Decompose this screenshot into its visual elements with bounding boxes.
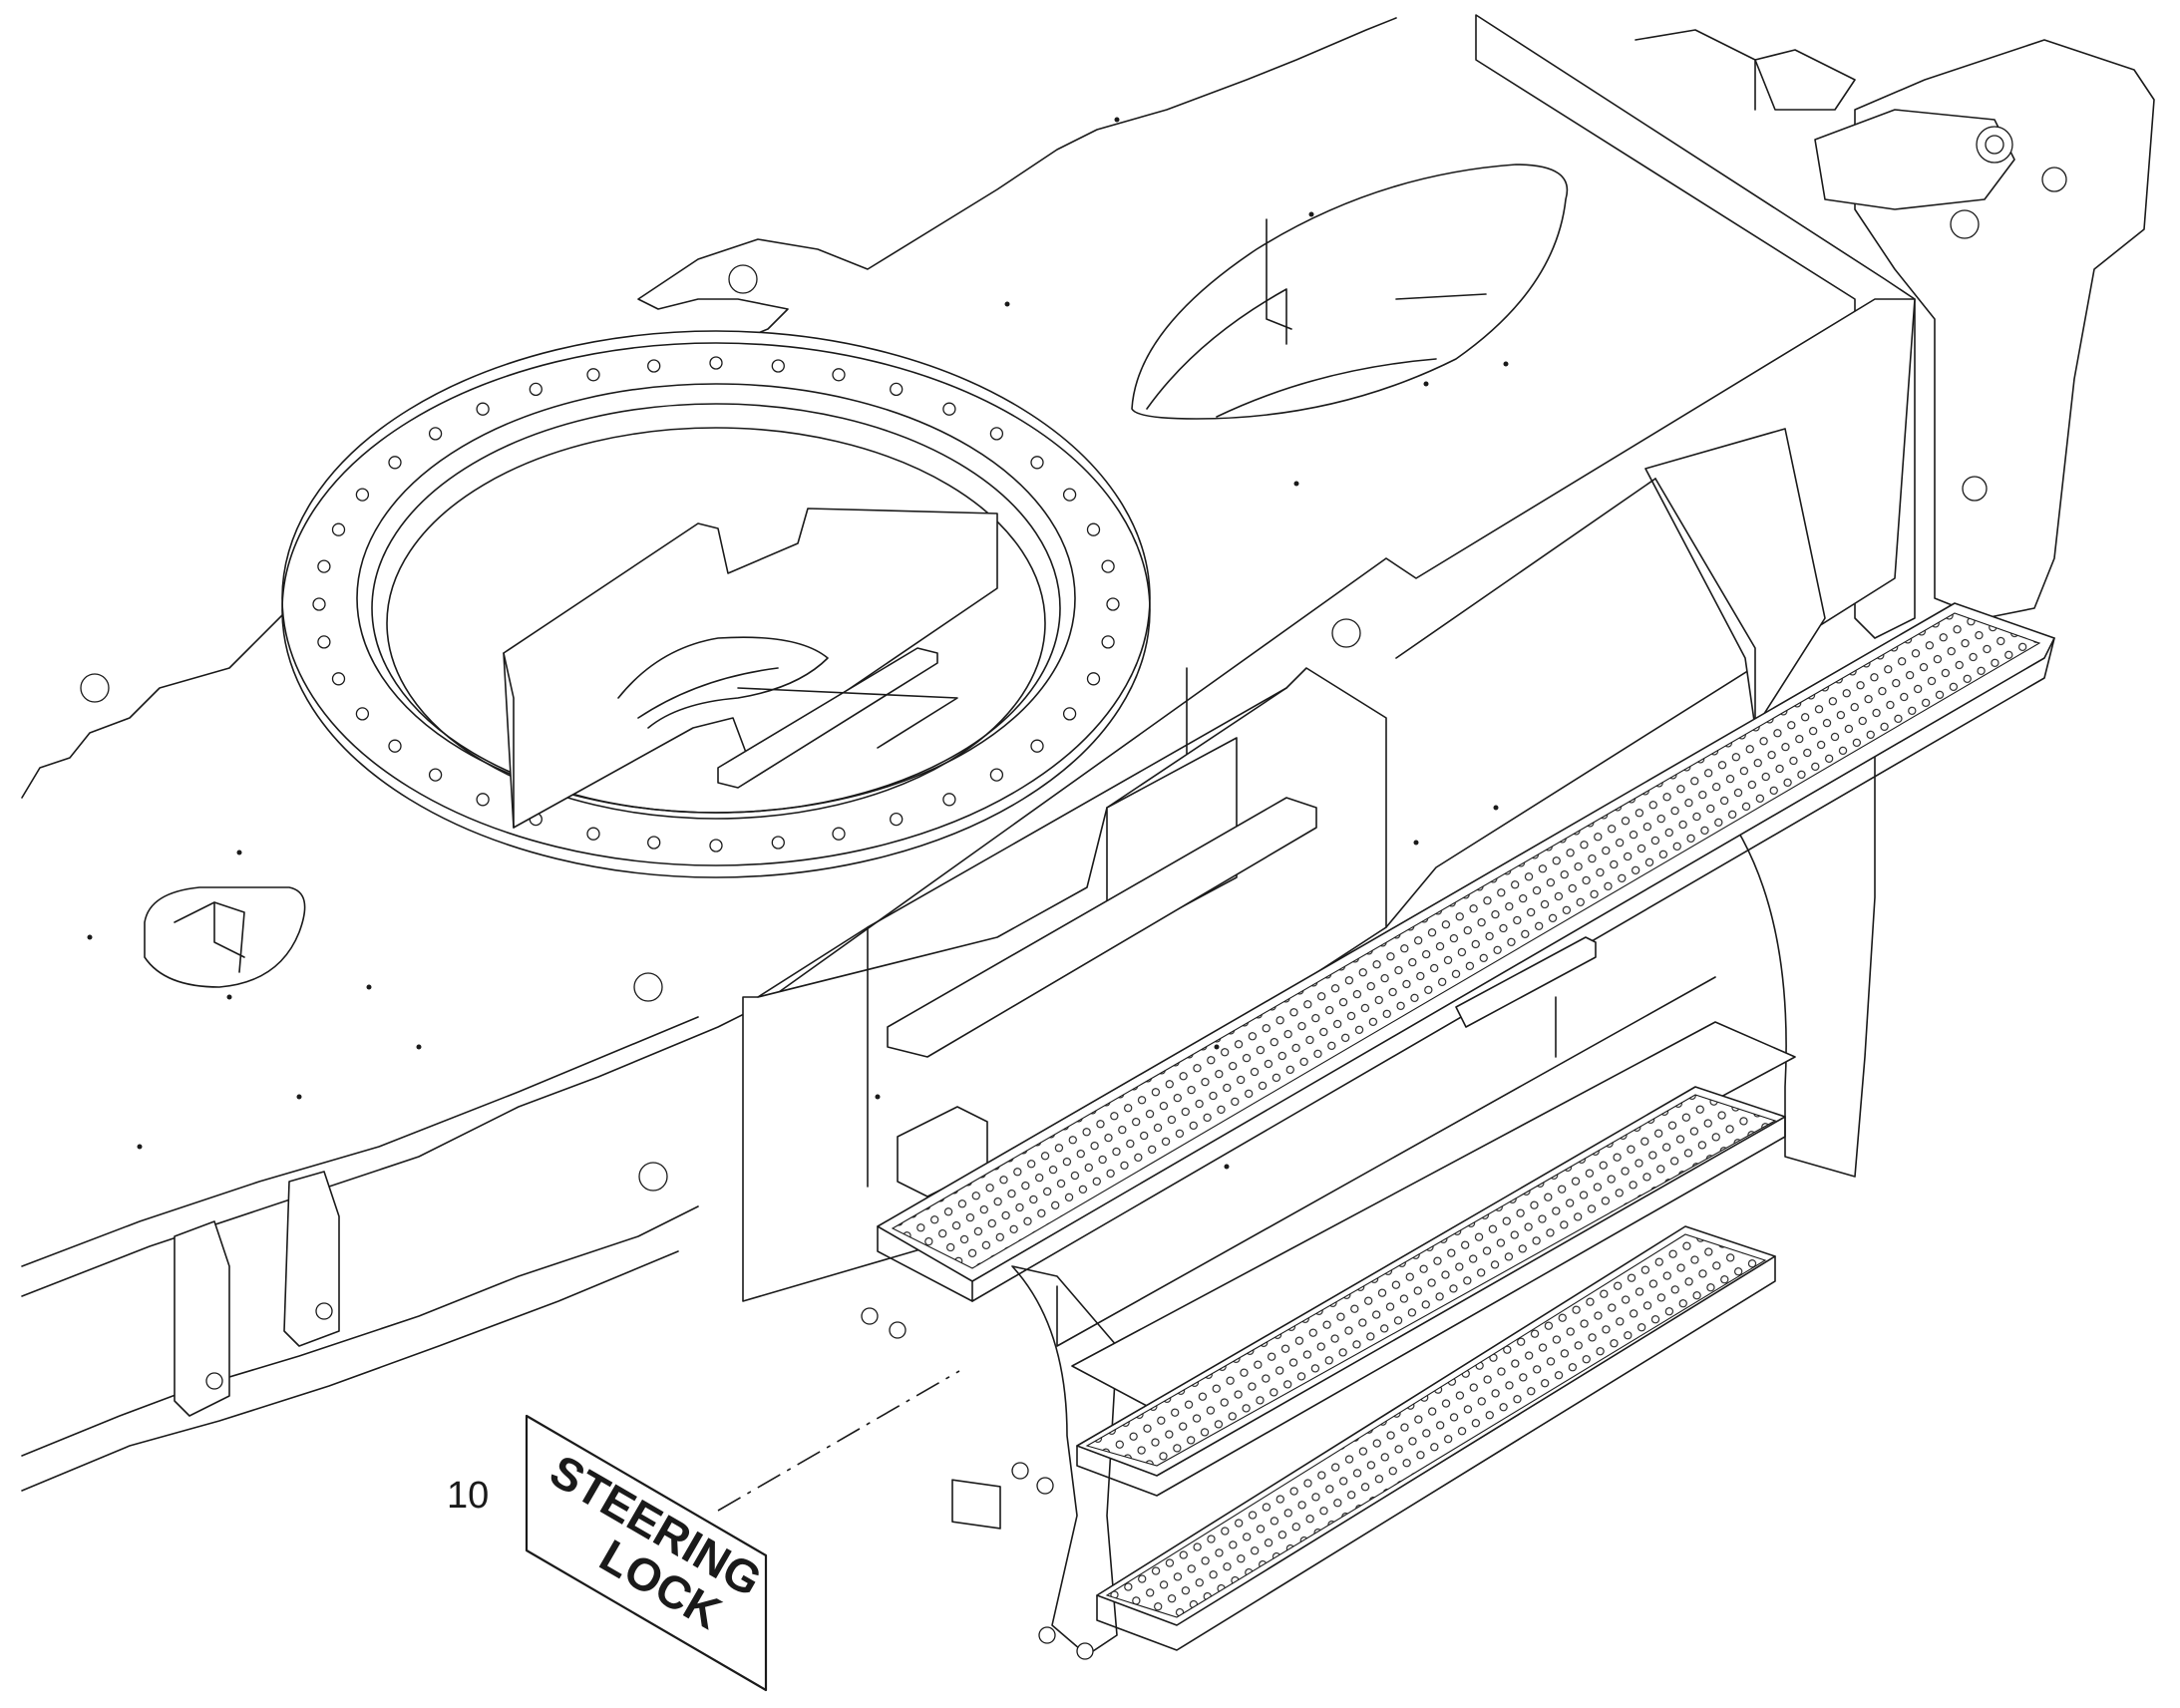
callout-leader-line (717, 1370, 960, 1512)
rivet-dot (875, 1094, 881, 1100)
bolt-hole-icon (355, 707, 370, 721)
bolt-hole-icon (317, 635, 331, 649)
rivet-dot (1493, 805, 1499, 811)
rivet-dot (1413, 840, 1419, 846)
bolt-hole-icon (890, 382, 904, 397)
bolt-hole-icon (1106, 597, 1120, 611)
bolt-hole-icon (476, 402, 490, 416)
rivet-dot (416, 1044, 422, 1050)
bolt-hole-icon (355, 488, 370, 502)
rivet-dot (1293, 481, 1299, 487)
bolt-hole-icon (312, 597, 326, 611)
bolt-hole-icon (1030, 739, 1044, 753)
frame-rivets (87, 117, 1509, 1170)
bolt-hole-icon (1101, 635, 1115, 649)
rivet-dot (1308, 211, 1314, 217)
rivet-dot (296, 1094, 302, 1100)
rivet-dot (137, 1144, 143, 1150)
bolt-hole-icon (832, 368, 846, 382)
step-assembly (861, 602, 2055, 1660)
frame-mount-holes (80, 264, 1361, 1192)
ring-bolt-holes (312, 356, 1120, 853)
frame-small-opening (144, 886, 306, 988)
frame-oval-opening (1131, 164, 1569, 420)
rivet-dot (1423, 381, 1429, 387)
mounting-box (742, 667, 1387, 1302)
rivet-dot (1114, 117, 1120, 123)
bolt-hole-icon (586, 368, 600, 382)
bolt-hole-icon (1030, 456, 1044, 470)
bolt-hole-icon (1062, 707, 1077, 721)
bolt-hole-icon (832, 827, 846, 841)
bolt-hole-icon (989, 427, 1004, 441)
bolt-hole-icon (331, 522, 346, 536)
turntable-inner-structure (503, 508, 998, 829)
bolt-hole-icon (1062, 488, 1077, 502)
rivet-dot (236, 850, 242, 855)
bolt-hole-icon (428, 427, 443, 441)
bolt-hole-icon (317, 559, 331, 573)
bolt-hole-icon (771, 359, 785, 373)
bolt-hole-icon (1101, 559, 1115, 573)
bolt-hole-icon (586, 827, 600, 841)
bolt-hole-icon (388, 456, 402, 470)
callout-item-number: 10 (447, 1475, 489, 1517)
bolt-hole-icon (529, 382, 543, 397)
bolt-hole-icon (428, 768, 443, 782)
rivet-dot (226, 994, 232, 1000)
bolt-hole-icon (942, 402, 956, 416)
rivet-dot (1214, 1044, 1220, 1050)
bolt-hole-icon (942, 793, 956, 807)
bolt-hole-icon (890, 812, 904, 827)
bolt-hole-icon (647, 359, 661, 373)
bolt-hole-icon (709, 356, 723, 370)
rivet-dot (1503, 361, 1509, 367)
rivet-dot (87, 934, 93, 940)
bolt-hole-icon (1086, 672, 1101, 686)
bolt-hole-icon (709, 839, 723, 853)
bolt-hole-icon (1086, 522, 1101, 536)
rivet-dot (366, 984, 372, 990)
frame-lugs (174, 1171, 340, 1417)
decal-location (951, 1479, 1001, 1530)
bolt-hole-icon (989, 768, 1004, 782)
bolt-hole-icon (331, 672, 346, 686)
steering-lock-decal: STEERING LOCK (525, 1414, 771, 1692)
bolt-hole-icon (647, 836, 661, 850)
bolt-hole-icon (388, 739, 402, 753)
rivet-dot (1004, 301, 1010, 307)
bolt-hole-icon (771, 836, 785, 850)
rivet-dot (1224, 1164, 1230, 1170)
bolt-hole-icon (476, 793, 490, 807)
